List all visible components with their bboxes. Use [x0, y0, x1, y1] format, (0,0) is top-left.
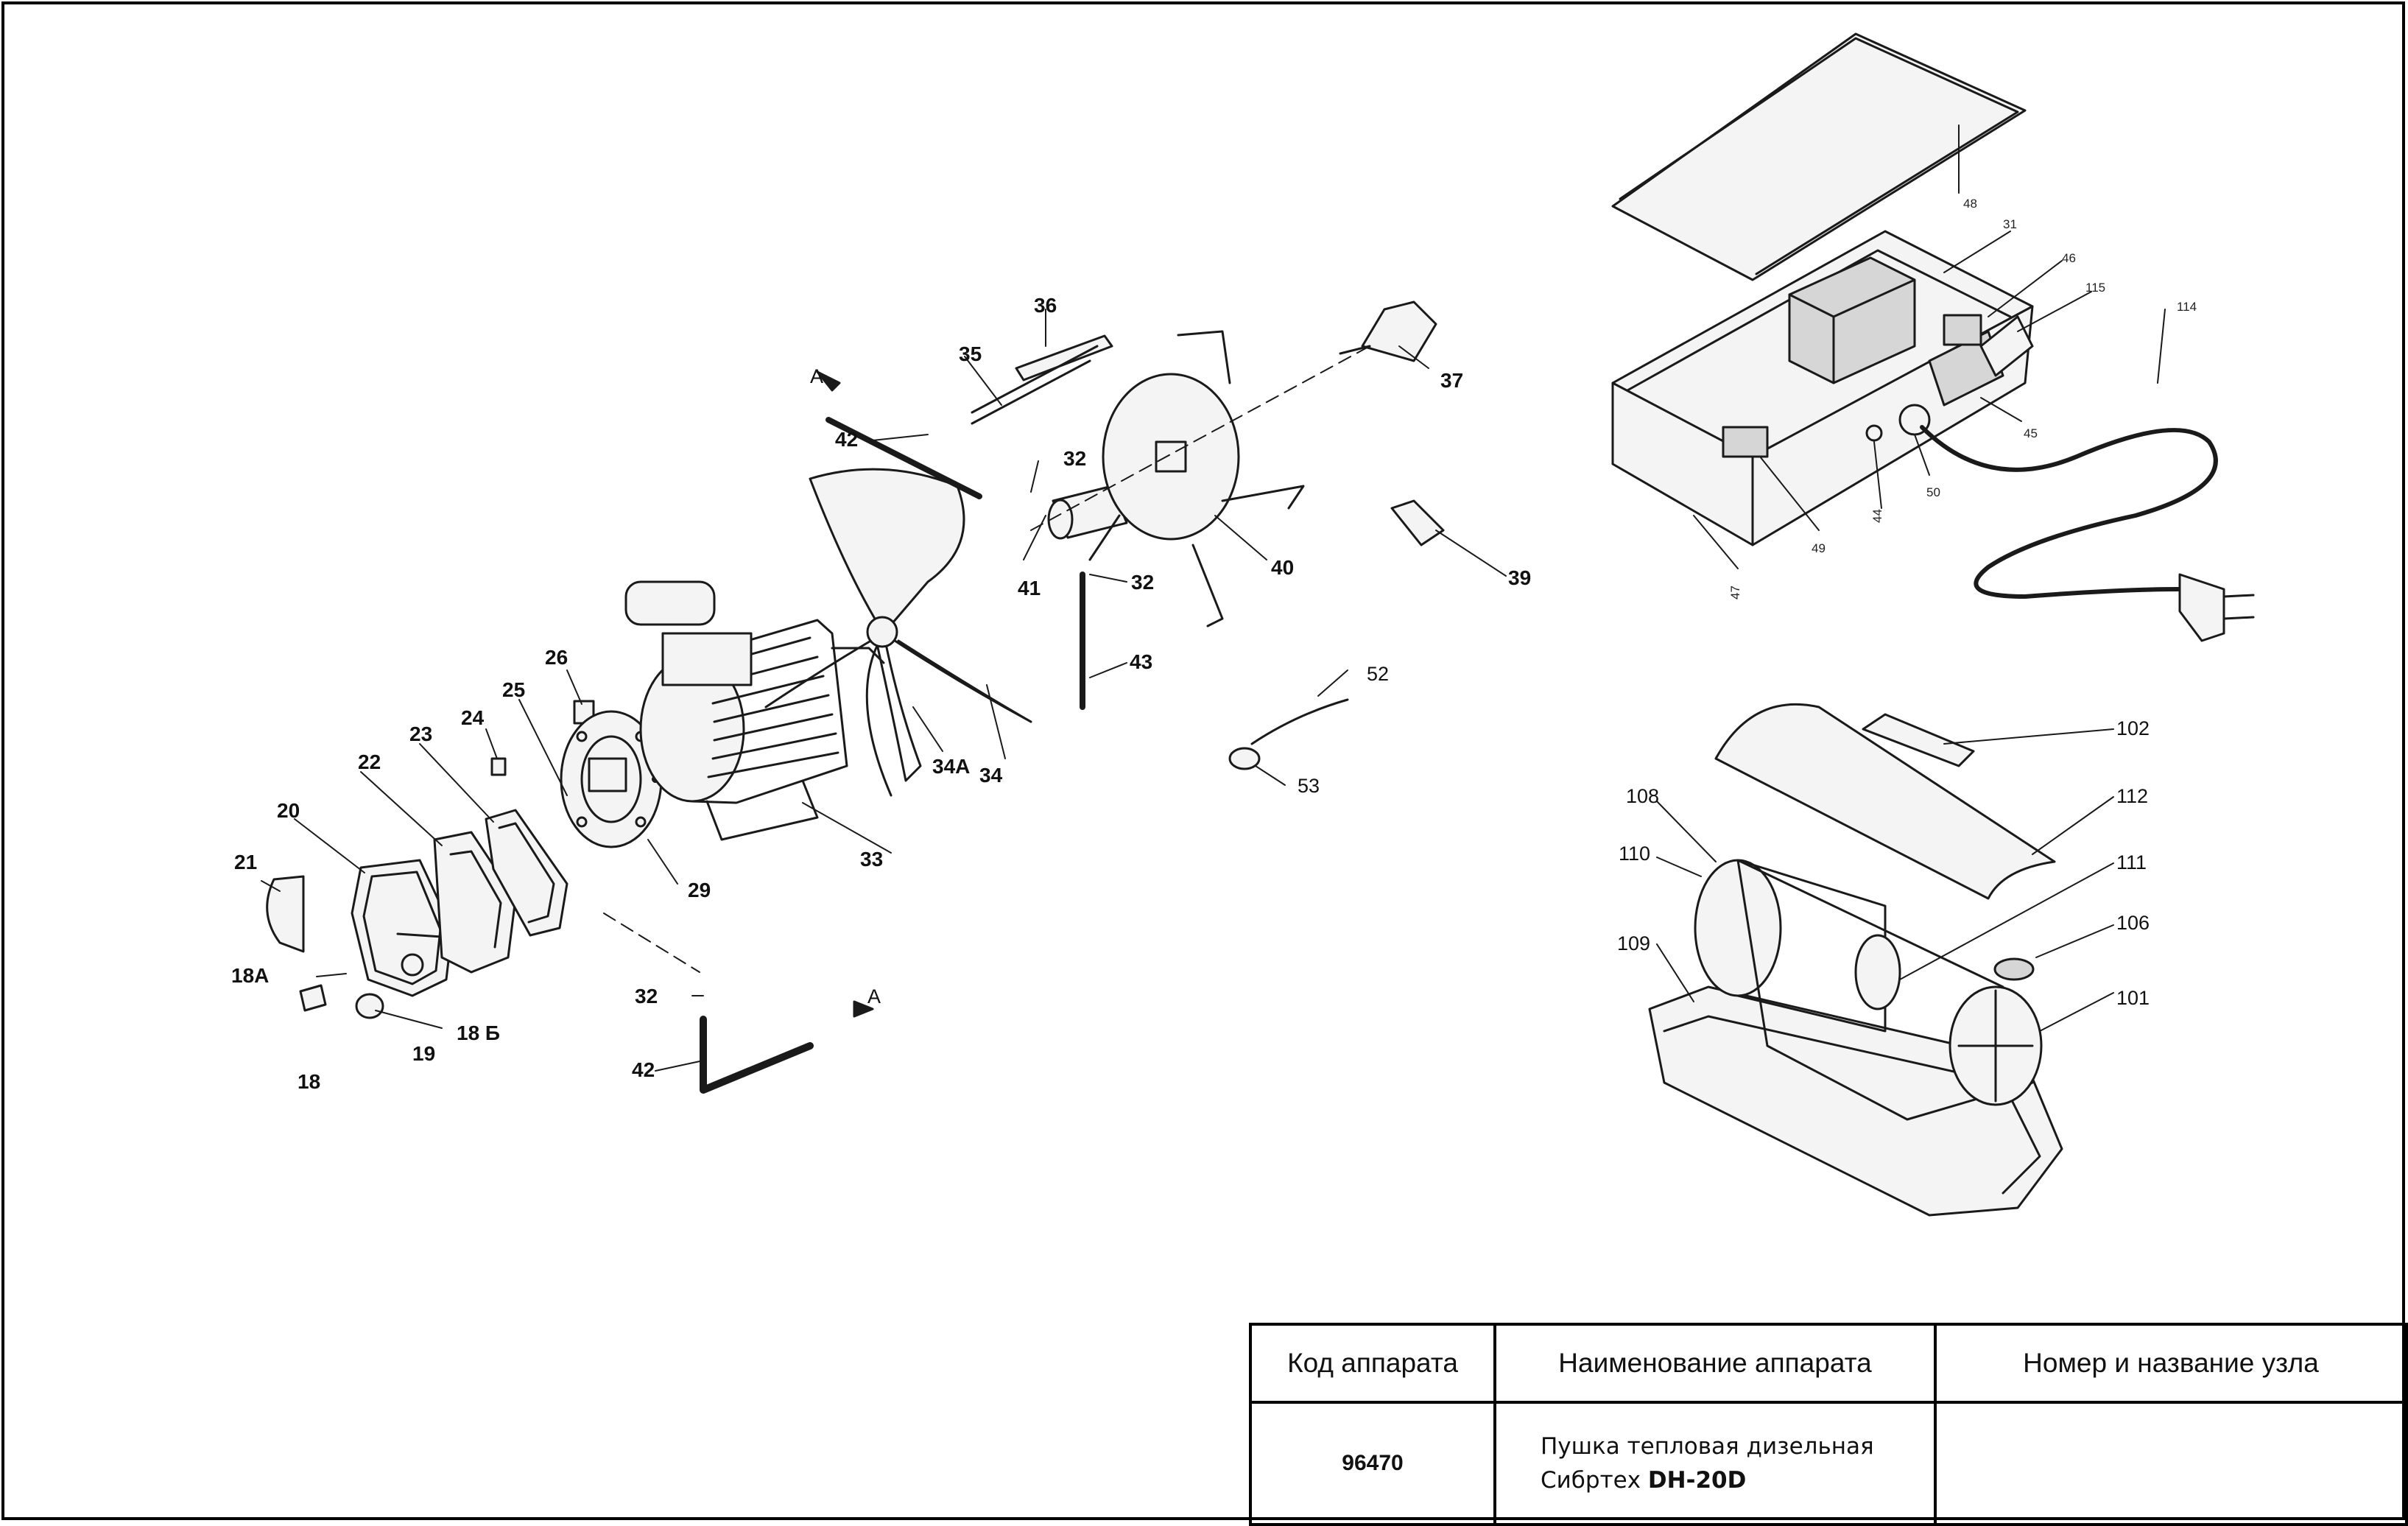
part-110-chamber-ring [1694, 859, 1782, 997]
part-34-fan [764, 468, 1032, 797]
label-106: 106 [2116, 912, 2150, 934]
label-35: 35 [959, 342, 982, 365]
label-112: 112 [2116, 785, 2148, 807]
label-36: 36 [1034, 294, 1057, 317]
label-49: 49 [1812, 541, 1826, 555]
part-24-key [490, 757, 507, 776]
part-19-nut [355, 993, 384, 1019]
label-53: 53 [1298, 775, 1320, 797]
label-43: 43 [1130, 650, 1152, 673]
label-32-top: 32 [1063, 447, 1086, 470]
part-109-base-tank [1648, 985, 2063, 1217]
part-18-fitting [299, 984, 327, 1012]
label-24: 24 [461, 706, 485, 729]
part-52-cable [1250, 698, 1349, 745]
label-22: 22 [358, 750, 381, 773]
label-109: 109 [1617, 932, 1650, 954]
label-29: 29 [688, 879, 711, 901]
label-45: 45 [2024, 426, 2038, 440]
part-33-motor [624, 580, 885, 841]
part-36-electrode-holder [1015, 334, 1113, 382]
part-46-relay [1943, 314, 1982, 346]
part-23-gasket [485, 809, 568, 937]
part-labels: 18 18A 18 Б 19 20 21 22 23 24 25 26 29 3… [231, 197, 2197, 1093]
part-49-terminal [1722, 426, 1769, 458]
label-115: 115 [2085, 281, 2105, 295]
label-110: 110 [1619, 843, 1650, 865]
part-102-handle [1862, 713, 1975, 767]
label-37: 37 [1440, 369, 1463, 392]
arrow-a-top [816, 370, 841, 392]
part-21-cap [266, 875, 305, 953]
node-name [1934, 1401, 2408, 1526]
burner-motor-assembly [266, 300, 1445, 1094]
label-46: 46 [2062, 251, 2076, 265]
leader-lines-box [1693, 124, 2166, 569]
label-42-top: 42 [835, 428, 858, 451]
part-111-lower-shell [1736, 859, 2034, 1121]
label-42-bottom: 42 [632, 1058, 655, 1081]
part-35-electrodes [971, 345, 1099, 425]
title-block: Код аппарата Наименование аппарата Номер… [1249, 1323, 2408, 1526]
label-a-top: A [810, 365, 823, 387]
part-37-nozzle [1339, 300, 1437, 362]
header-code: Код аппарата [1249, 1323, 1496, 1404]
heater-body-assembly [1648, 703, 2063, 1217]
label-34: 34 [979, 764, 1003, 787]
leader-lines-body [1656, 728, 2114, 1032]
label-34a: 34А [932, 755, 970, 778]
label-48: 48 [1963, 197, 1977, 211]
device-name-line2-prefix: Сибртех [1541, 1467, 1648, 1494]
label-32-mid: 32 [1131, 571, 1154, 594]
header-node: Номер и название узла [1934, 1323, 2408, 1404]
device-name-line1: Пушка тепловая дизельная [1541, 1433, 1874, 1460]
label-50: 50 [1926, 485, 1940, 499]
label-111: 111 [2116, 851, 2147, 873]
arrow-a-bottom [853, 1000, 874, 1018]
label-25: 25 [502, 678, 525, 701]
device-model: DH-20D [1647, 1467, 1747, 1494]
control-box-assembly [1611, 32, 2255, 642]
label-39: 39 [1508, 566, 1531, 589]
label-18b: 18 Б [457, 1022, 500, 1044]
device-code: 96470 [1249, 1401, 1496, 1526]
header-name: Наименование аппарата [1493, 1323, 1937, 1404]
leader-lines-left [261, 309, 1507, 1072]
label-31: 31 [2003, 217, 2017, 231]
label-41: 41 [1018, 577, 1041, 600]
label-52: 52 [1367, 663, 1389, 685]
part-53-cap [1228, 747, 1261, 770]
part-106-cap [1993, 957, 2035, 981]
label-44: 44 [1870, 509, 1884, 523]
label-19: 19 [412, 1042, 435, 1065]
part-20-housing [351, 859, 454, 997]
label-108: 108 [1626, 785, 1659, 807]
device-name: Пушка тепловая дизельная Сибртех DH-20D [1493, 1401, 1937, 1526]
label-21: 21 [234, 851, 257, 873]
label-32-bottom: 32 [635, 985, 658, 1008]
label-a-bottom: A [867, 985, 881, 1008]
label-26: 26 [545, 646, 568, 669]
label-101: 101 [2116, 987, 2150, 1009]
part-112-upper-shell [1714, 703, 2056, 900]
label-33: 33 [860, 848, 883, 871]
label-114: 114 [2177, 300, 2197, 314]
label-18: 18 [298, 1070, 320, 1093]
part-31-box [1611, 230, 2034, 546]
label-40: 40 [1271, 556, 1294, 579]
label-102: 102 [2116, 717, 2150, 739]
part-42-tube [700, 1016, 814, 1094]
label-20: 20 [277, 799, 300, 822]
part-48-lid [1611, 32, 2027, 281]
part-40-air-disc [1088, 330, 1305, 627]
label-18a: 18A [231, 964, 269, 987]
part-114-power-cord [1920, 425, 2218, 599]
part-44-grommet [1865, 424, 1883, 442]
label-47: 47 [1728, 586, 1742, 600]
label-23: 23 [409, 722, 432, 745]
part-39-photocell [1390, 499, 1445, 546]
